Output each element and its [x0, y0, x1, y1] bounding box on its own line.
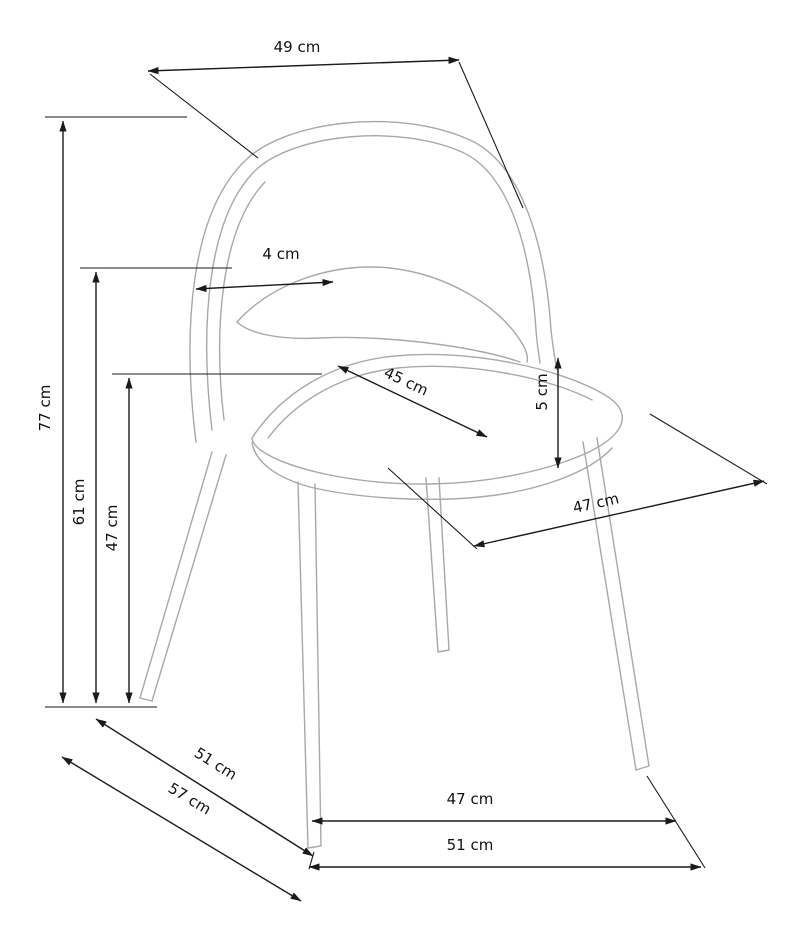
- dim-cushion-thickness-label: 5 cm: [533, 373, 551, 410]
- dim-seat-depth-label: 47 cm: [571, 489, 621, 517]
- dim-seat-depth-ext-left: [387, 467, 478, 550]
- dim-base-diag-inner-label: 51 cm: [191, 744, 240, 784]
- front-left-leg: [139, 451, 227, 702]
- backrest-cutout-lower-edge: [236, 321, 521, 363]
- dim-backrest-height: 61 cm: [70, 267, 232, 704]
- dim-base-width-ext-right: [646, 775, 706, 869]
- dim-back-width-arrow: [147, 56, 460, 75]
- dim-seat-depth-ext-right: [649, 413, 768, 485]
- dim-seat-width-label: 45 cm: [381, 363, 431, 399]
- dim-total-height: 77 cm: [36, 116, 187, 708]
- dim-back-thickness-arrow: [195, 278, 334, 293]
- rear-right-leg: [582, 437, 650, 771]
- dim-seat-height-label: 47 cm: [103, 505, 121, 552]
- dim-back-width-label: 49 cm: [274, 38, 321, 56]
- dim-total-height-label: 77 cm: [36, 385, 54, 432]
- dimension-annotations: 49 cm 77 cm 61 cm 47 cm 4 cm: [36, 38, 768, 902]
- dim-base-diag-outer: 57 cm: [61, 756, 302, 902]
- dim-base-width-inner: 47 cm: [308, 775, 706, 870]
- dim-base-diag-inner-arrow: [95, 718, 314, 857]
- dim-base-diag-inner: 51 cm: [95, 718, 314, 857]
- dim-back-thickness: 4 cm: [195, 245, 334, 293]
- rear-left-leg: [425, 477, 450, 653]
- chair-drawing: [139, 120, 650, 849]
- dim-base-width-inner-label: 47 cm: [447, 790, 494, 808]
- dim-seat-width: 45 cm: [337, 363, 488, 438]
- dim-base-diag-outer-label: 57 cm: [165, 779, 214, 818]
- seat-top-outline: [251, 353, 623, 485]
- seat-front-edge: [251, 441, 613, 501]
- backrest-outer-edge: [189, 120, 558, 443]
- dim-back-width-ext-left: [149, 73, 259, 159]
- dim-cushion-thickness: 5 cm: [533, 357, 562, 469]
- dim-seat-depth: 47 cm: [387, 413, 768, 550]
- dim-back-width-ext-right: [458, 61, 524, 209]
- dim-back-width: 49 cm: [147, 38, 524, 209]
- dim-seat-width-arrow: [337, 365, 488, 438]
- dim-backrest-height-label: 61 cm: [70, 479, 88, 526]
- dim-seat-height: 47 cm: [103, 373, 322, 704]
- dim-base-width-outer: 51 cm: [308, 836, 702, 871]
- dim-seat-depth-arrow: [473, 479, 765, 548]
- dim-back-thickness-label: 4 cm: [262, 245, 299, 263]
- dim-base-width-outer-label: 51 cm: [447, 836, 494, 854]
- front-center-leg: [297, 481, 322, 849]
- backrest-cutout-upper-edge: [236, 266, 529, 363]
- dim-base-diag-outer-arrow: [61, 756, 302, 902]
- backrest-inner-seam: [206, 135, 541, 431]
